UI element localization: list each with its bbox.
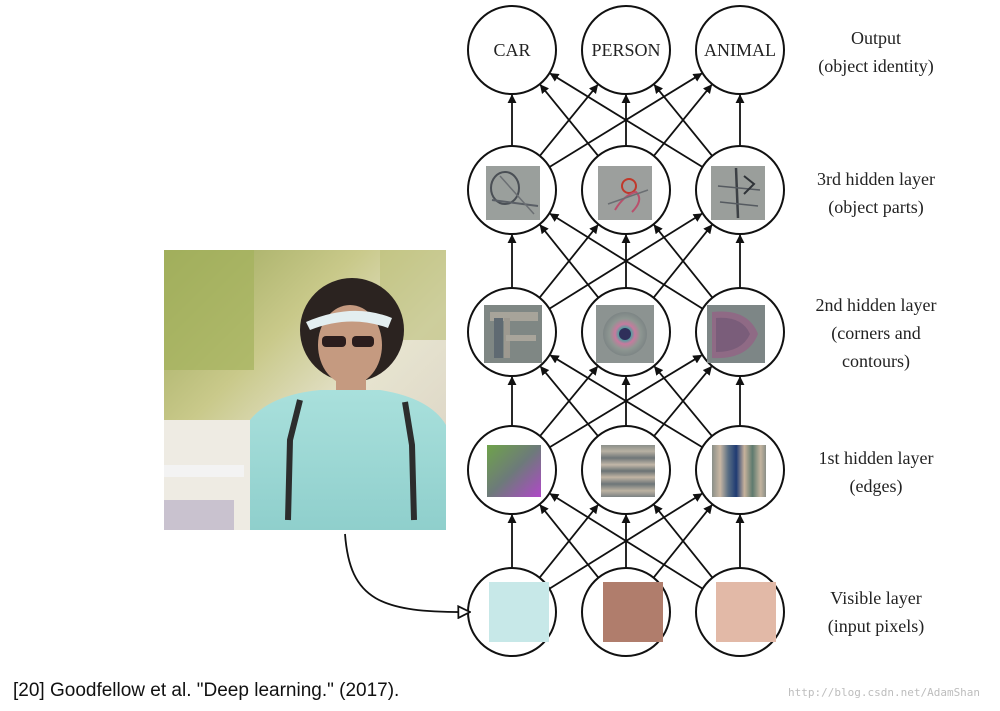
contour-feature-2 xyxy=(707,305,765,363)
contour-feature-1 xyxy=(596,305,654,363)
connection-arrow xyxy=(653,365,713,437)
connection-arrow xyxy=(549,72,703,168)
connection-arrow xyxy=(653,504,714,579)
layer-label-hidden2: 2nd hidden layer xyxy=(816,295,937,315)
layer-label-visible: (input pixels) xyxy=(828,616,925,637)
part-feature-2 xyxy=(711,166,765,220)
output-node-1 xyxy=(581,5,671,95)
connection-arrow xyxy=(653,84,713,157)
connection-arrow xyxy=(549,213,704,310)
layer-label-hidden1: (edges) xyxy=(850,476,903,497)
node-visualizations xyxy=(164,166,776,642)
layer-label-hidden2: contours) xyxy=(842,351,910,372)
layer-labels: CAR PERSON ANIMAL Output (object identity) 3r… xyxy=(493,28,936,637)
visible-pixel-2 xyxy=(716,582,776,642)
watermark: http://blog.csdn.net/AdamShan xyxy=(788,686,981,699)
output-node-label: CAR xyxy=(493,40,530,60)
connection-arrow xyxy=(549,493,704,590)
connection-arrow xyxy=(539,224,600,299)
output-node-2 xyxy=(695,5,785,95)
connection-arrow xyxy=(549,354,703,448)
input-connector-arrow xyxy=(344,533,470,612)
layer-label-visible: Visible layer xyxy=(830,588,921,608)
part-feature-1 xyxy=(598,166,652,220)
connection-edges xyxy=(507,72,745,590)
edge-feature-0 xyxy=(487,445,541,497)
output-node-label: PERSON xyxy=(591,40,660,60)
citation: [20] Goodfellow et al. "Deep learning." … xyxy=(13,680,400,701)
edge-feature-1 xyxy=(601,445,655,497)
edge-feature-2 xyxy=(712,445,766,497)
part-feature-0 xyxy=(486,166,540,220)
connection-arrow xyxy=(539,504,600,579)
connection-arrow xyxy=(539,84,599,157)
input-photo xyxy=(164,250,446,530)
layer-label-hidden2: (corners and xyxy=(831,323,920,344)
layer-label-hidden3: 3rd hidden layer xyxy=(817,169,935,189)
layer-label-output: (object identity) xyxy=(818,56,933,77)
layer-label-output: Output xyxy=(851,28,901,48)
output-node-label: ANIMAL xyxy=(704,40,776,60)
layer-label-hidden1: 1st hidden layer xyxy=(819,448,934,468)
contour-feature-0 xyxy=(484,305,542,363)
output-node-0 xyxy=(467,5,557,95)
layer-label-hidden3: (object parts) xyxy=(828,197,923,218)
visible-pixel-0 xyxy=(489,582,549,642)
visible-pixel-1 xyxy=(603,582,663,642)
connection-arrow xyxy=(653,224,714,299)
connection-arrow xyxy=(539,365,599,437)
